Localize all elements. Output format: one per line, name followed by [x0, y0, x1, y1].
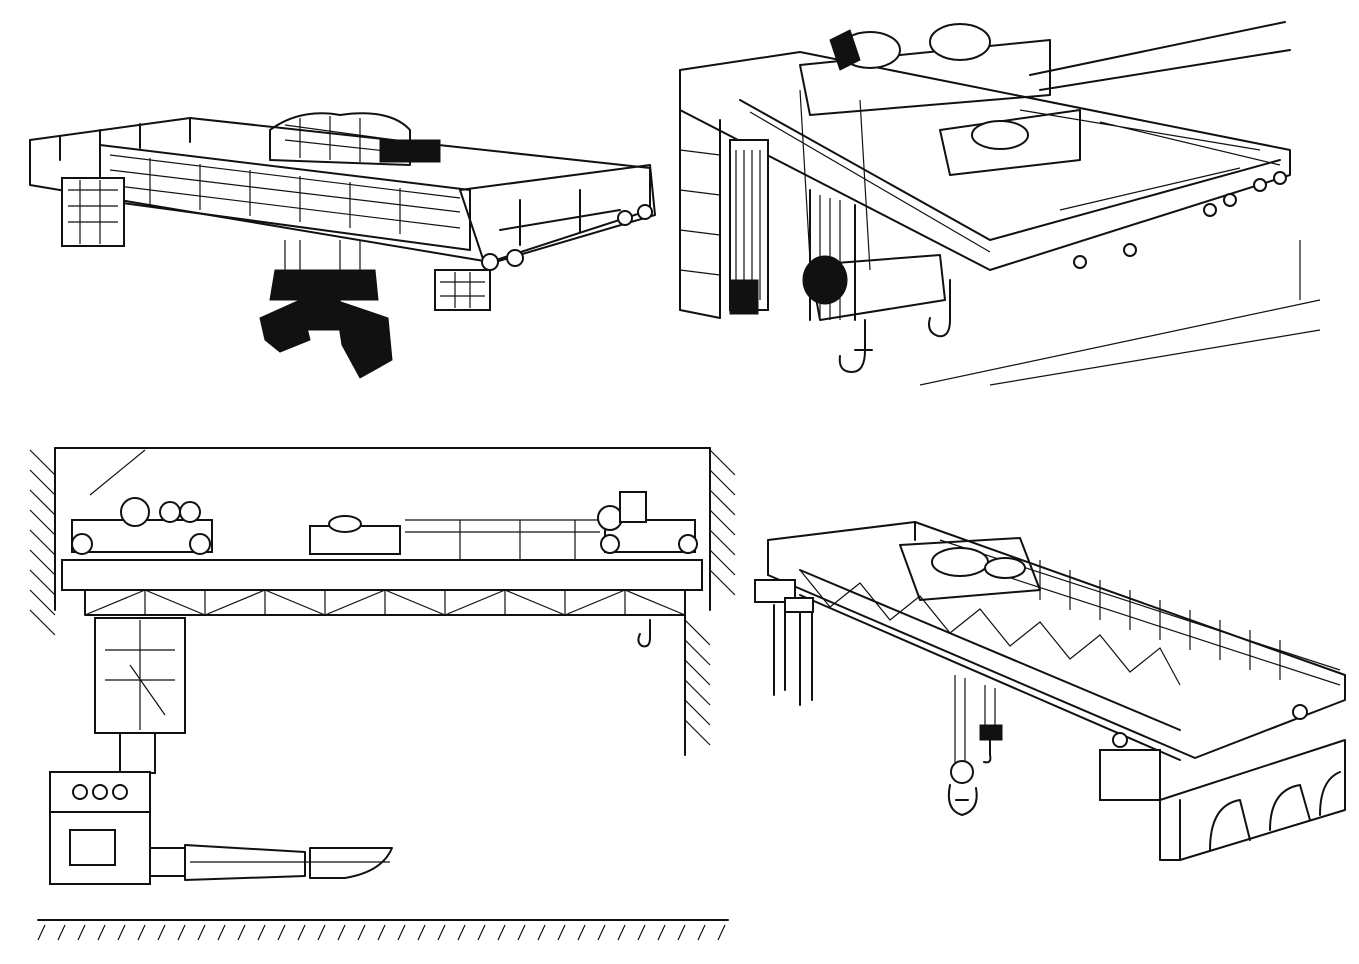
- crane-with-grab-icon: [29, 112, 656, 379]
- crane-with-hook-icon: [754, 521, 1346, 861]
- forge-crane-side-view-figure: [0, 420, 760, 964]
- grab-bridge-crane-figure: [0, 0, 680, 420]
- crane-with-rotating-mast-icon: [29, 447, 736, 941]
- truss-girder-hook-crane-figure: [740, 500, 1359, 964]
- crane-with-twin-hooks-icon: [679, 21, 1321, 386]
- ladle-bridge-crane-figure: [660, 0, 1359, 420]
